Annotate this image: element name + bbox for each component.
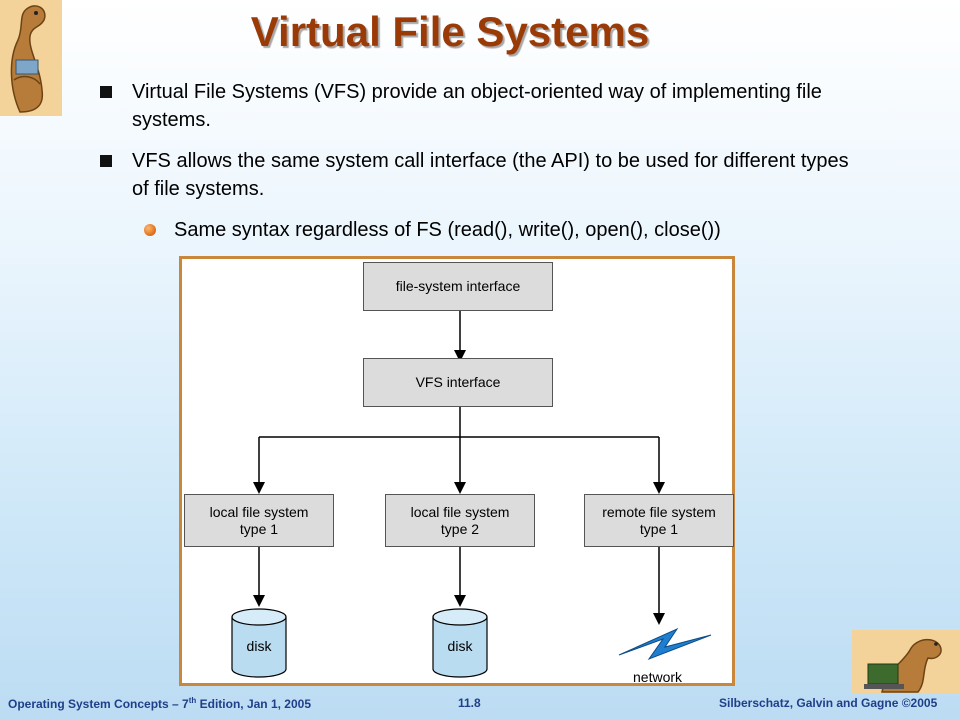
footer-book-title: Operating System Concepts – 7: [8, 697, 189, 711]
footer-left: Operating System Concepts – 7th Edition,…: [8, 696, 311, 711]
sub-bullet-text: Same syntax regardless of FS (read(), wr…: [174, 219, 721, 241]
bullet-text: Virtual File Systems (VFS) provide an ob…: [132, 81, 822, 131]
vfs-diagram: file-system interface VFS interface loca…: [179, 256, 735, 686]
round-bullet-icon: [144, 224, 156, 236]
local-fs-type2-box: local file system type 2: [385, 494, 535, 547]
bullet-item: Virtual File Systems (VFS) provide an ob…: [100, 78, 860, 134]
bullet-text: VFS allows the same system call interfac…: [132, 150, 849, 200]
remote-fs-type1-box: remote file system type 1: [584, 494, 734, 547]
disk-icon: [432, 608, 488, 678]
slide-title: Virtual File Systems: [250, 8, 650, 55]
disk-2: disk: [431, 607, 489, 679]
disk-label: disk: [246, 638, 272, 654]
diagram-connectors: [253, 311, 665, 625]
fs-interface-box: file-system interface: [363, 262, 553, 311]
bullet-list: Virtual File Systems (VFS) provide an ob…: [100, 78, 860, 244]
disk-1: disk: [230, 607, 288, 679]
footer-edition-sup: th: [188, 696, 197, 705]
local-fs-type1-box: local file system type 1: [184, 494, 334, 547]
page-number: 11.8: [458, 696, 481, 710]
disk-icon: [231, 608, 287, 678]
square-bullet-icon: [100, 86, 112, 98]
footer-edition-date: Edition, Jan 1, 2005: [196, 697, 312, 711]
network-label: network: [633, 669, 683, 685]
square-bullet-icon: [100, 155, 112, 167]
dinosaur-icon: [0, 0, 62, 116]
sub-bullet-item: Same syntax regardless of FS (read(), wr…: [100, 216, 860, 244]
footer-right: Silberschatz, Galvin and Gagne ©2005: [719, 696, 938, 710]
dinosaur-laptop-icon: [852, 630, 960, 694]
bullet-item: VFS allows the same system call interfac…: [100, 147, 860, 203]
disk-label: disk: [447, 638, 473, 654]
network-bolt-icon: [618, 627, 712, 661]
vfs-interface-box: VFS interface: [363, 358, 553, 407]
